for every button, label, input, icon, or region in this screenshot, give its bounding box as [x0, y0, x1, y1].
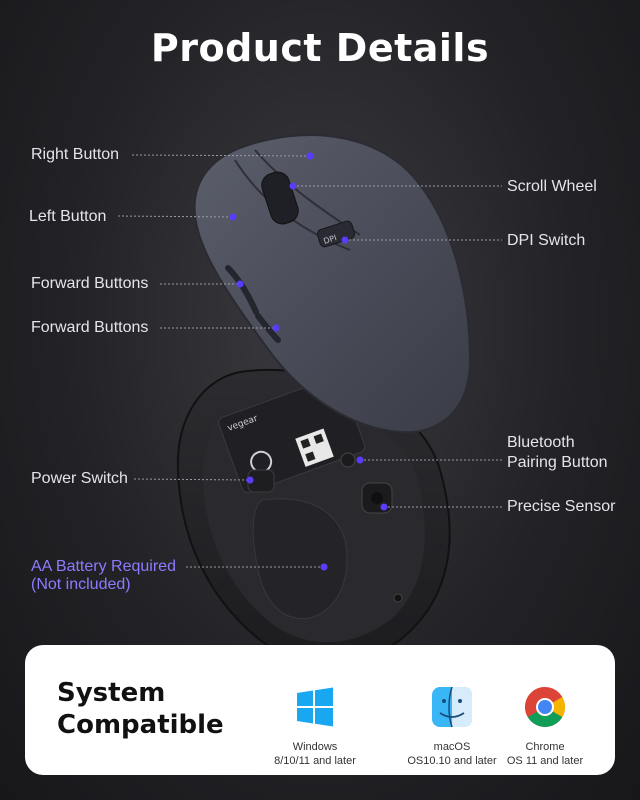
os-windows: Windows 8/10/11 and later — [255, 685, 375, 768]
os-chrome-version: OS 11 and later — [506, 755, 584, 767]
label-forward-buttons-1: Forward Buttons — [31, 275, 149, 292]
label-bluetooth-line1: Bluetooth — [507, 434, 575, 451]
label-right-button: Right Button — [31, 146, 120, 163]
finder-icon — [432, 686, 472, 728]
label-scroll-wheel: Scroll Wheel — [507, 178, 597, 195]
mouse-top: DPI — [193, 134, 472, 434]
scroll-wheel — [261, 171, 299, 225]
chrome-icon — [525, 687, 565, 727]
label-precise-sensor: Precise Sensor — [507, 498, 616, 515]
os-windows-name: Windows — [292, 741, 338, 753]
windows-icon — [297, 687, 333, 727]
os-macos-name: macOS — [433, 741, 471, 753]
label-power-switch: Power Switch — [31, 470, 128, 487]
callout-dots — [229, 152, 388, 571]
label-left-button: Left Button — [29, 208, 107, 225]
page-title: Product Details — [150, 26, 490, 70]
os-macos-version: OS10.10 and later — [407, 755, 497, 767]
compatibility-card: System Compatible Windows 8/10/11 and la… — [25, 645, 615, 775]
bluetooth-button — [340, 452, 356, 468]
os-chrome: Chrome OS 11 and later — [485, 685, 605, 768]
label-battery-line1: AA Battery Required — [31, 558, 176, 575]
compat-title: System Compatible — [57, 677, 257, 741]
label-battery-line2: (Not included) — [31, 576, 131, 593]
os-windows-version: 8/10/11 and later — [274, 755, 356, 767]
label-bluetooth-line2: Pairing Button — [507, 454, 608, 471]
compat-title-line2: Compatible — [57, 710, 224, 740]
label-dpi-switch: DPI Switch — [507, 232, 586, 249]
compat-title-line1: System — [57, 678, 166, 708]
dpi-text: DPI — [322, 233, 337, 246]
os-chrome-name: Chrome — [525, 741, 565, 753]
os-macos: macOS OS10.10 and later — [392, 685, 512, 768]
leader-lines — [117, 154, 502, 568]
label-forward-buttons-2: Forward Buttons — [31, 319, 149, 336]
battery-cover — [252, 498, 348, 620]
